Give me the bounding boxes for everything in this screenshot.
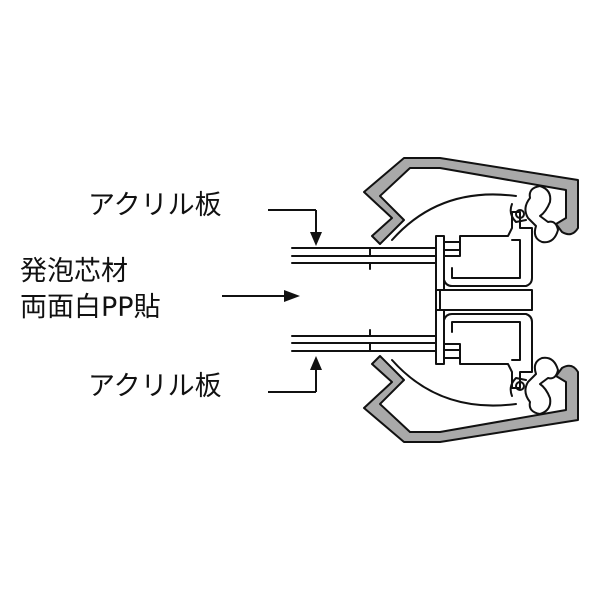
frame-extrusion-body	[435, 211, 533, 389]
leader-arrow-bottom	[268, 356, 322, 393]
label-pp-laminate: 両面白PP貼	[20, 292, 161, 323]
leader-arrow-middle	[222, 290, 300, 302]
label-acrylic-plate-top: アクリル板	[88, 190, 222, 221]
acrylic-plate-top	[291, 247, 441, 257]
label-acrylic-plate-bottom: アクリル板	[88, 371, 222, 402]
leader-arrow-top	[268, 209, 322, 246]
acrylic-plate-bottom	[291, 342, 441, 352]
frame-cover-bottom	[363, 355, 579, 443]
label-foam-core: 発泡芯材	[20, 256, 128, 287]
frame-cover-top	[363, 157, 579, 245]
foam-core-board	[291, 262, 439, 337]
